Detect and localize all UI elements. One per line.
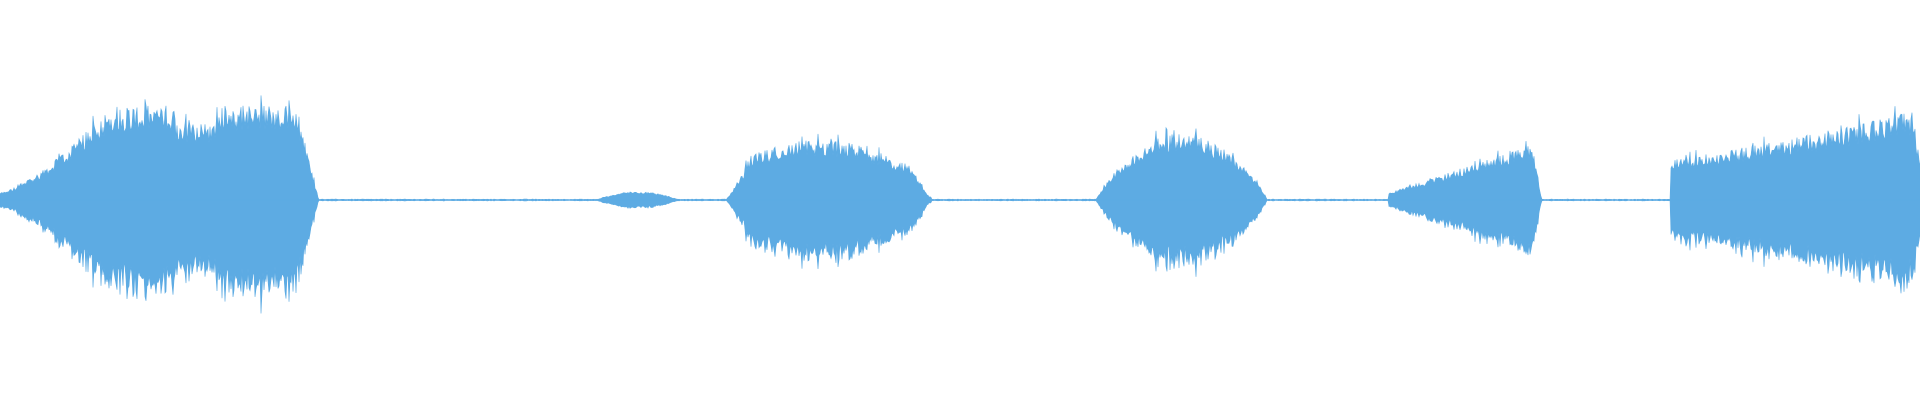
waveform-envelope bbox=[0, 95, 1920, 314]
